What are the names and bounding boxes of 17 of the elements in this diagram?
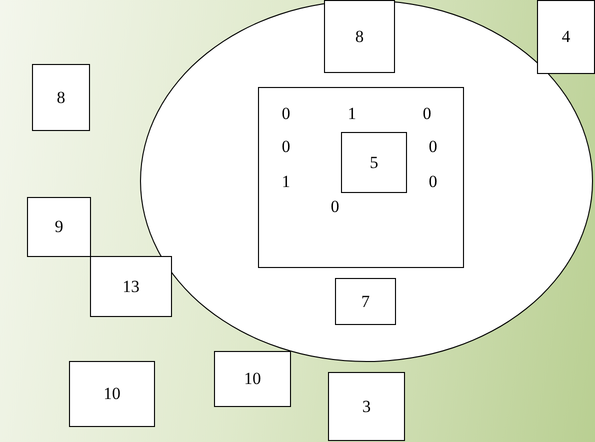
digit: 0	[282, 137, 290, 157]
number-box: 8	[32, 64, 90, 131]
digit: 0	[282, 104, 290, 124]
digit: 0	[422, 104, 432, 124]
digit: 0	[330, 197, 340, 217]
number-box: 5	[341, 132, 407, 193]
digit: 1	[348, 104, 356, 124]
number-box: 10	[214, 351, 291, 407]
digit-square	[258, 87, 464, 268]
number-box: 13	[90, 256, 172, 317]
number-box: 7	[335, 278, 396, 325]
number-box: 3	[328, 372, 405, 441]
number-box: 10	[69, 361, 155, 427]
digit: 0	[428, 172, 438, 192]
digit: 0	[428, 137, 438, 157]
number-box: 9	[27, 197, 91, 257]
digit: 1	[282, 172, 290, 192]
